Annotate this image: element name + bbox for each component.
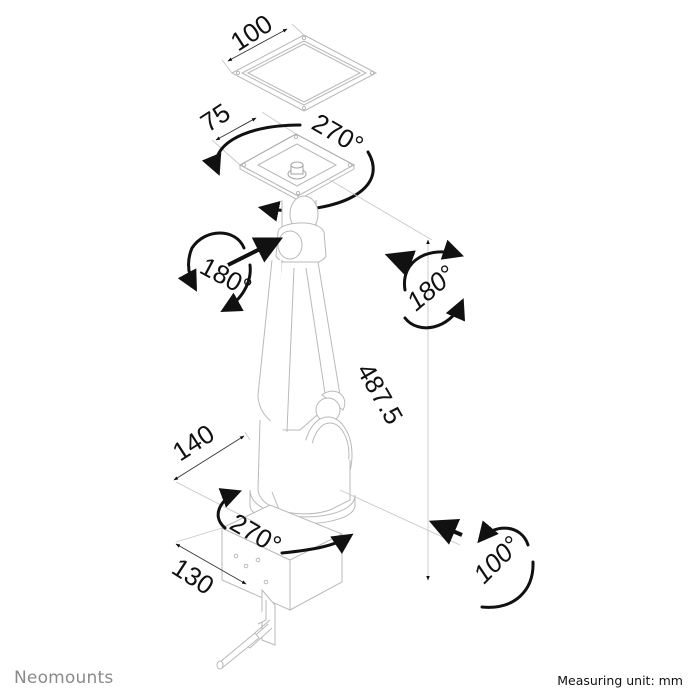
dim-130-label: 130 bbox=[167, 552, 220, 601]
tilt-indicator-left: 180° bbox=[177, 231, 284, 313]
tilt-indicator-bottom: 100° bbox=[428, 518, 535, 609]
dimension-140: 140 bbox=[167, 418, 261, 526]
dim-75-label: 75 bbox=[195, 97, 236, 138]
dim-140-label: 140 bbox=[167, 418, 220, 467]
arm-column bbox=[249, 195, 356, 525]
vesa-75-head bbox=[238, 133, 356, 201]
bottom-tilt-label: 100° bbox=[467, 530, 526, 589]
rotate-indicator-right: 180° bbox=[384, 239, 466, 330]
height-dimension: 487.5 bbox=[329, 179, 461, 581]
brand-logo: Neomounts bbox=[14, 668, 114, 688]
tilt-left-label: 180° bbox=[195, 251, 257, 303]
height-label: 487.5 bbox=[351, 358, 410, 429]
dim-100-label: 100 bbox=[225, 8, 278, 57]
measuring-unit: Measuring unit: mm bbox=[557, 673, 683, 688]
